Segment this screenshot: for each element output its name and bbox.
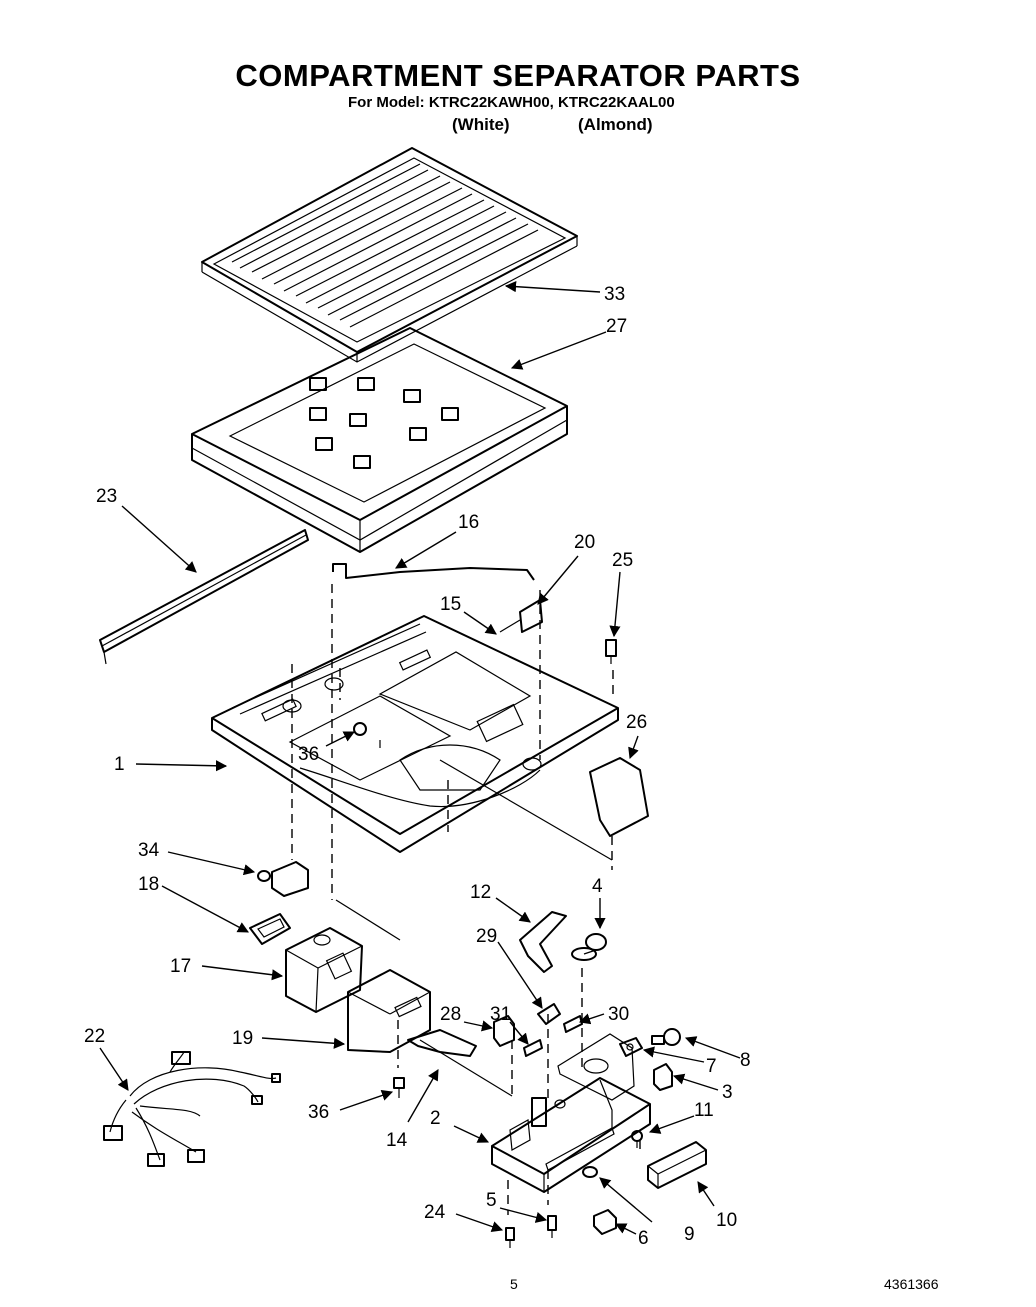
part-30-clip — [563, 1015, 583, 1033]
callout-15: 15 — [440, 594, 461, 615]
page-number: 5 — [510, 1276, 518, 1292]
callout-6: 6 — [638, 1228, 649, 1249]
callout-3: 3 — [722, 1082, 733, 1103]
callout-31: 31 — [490, 1004, 511, 1025]
callout-22: 22 — [84, 1026, 105, 1047]
callouts: 33 27 23 16 20 25 15 26 1 36 34 18 12 4 … — [84, 284, 751, 1249]
callout-29: 29 — [476, 926, 497, 947]
callout-26: 26 — [626, 712, 647, 733]
variant-almond: (Almond) — [578, 115, 653, 134]
callout-14: 14 — [386, 1130, 408, 1151]
callout-19: 19 — [232, 1028, 253, 1049]
part-1-base-plate — [211, 615, 619, 853]
part-5-screw — [547, 1215, 557, 1238]
part-20-bracket — [519, 599, 543, 633]
part-9-washer — [582, 1166, 598, 1178]
part-2-bracket-assembly — [491, 1033, 651, 1193]
callout-17: 17 — [170, 956, 191, 977]
part-7 — [619, 1037, 643, 1057]
part-19-cover — [347, 969, 431, 1053]
callout-10: 10 — [716, 1210, 737, 1231]
callout-28: 28 — [440, 1004, 461, 1025]
part-25-screw — [605, 639, 617, 664]
callout-20: 20 — [574, 532, 595, 553]
part-14-plate — [407, 1029, 477, 1057]
part-16-tube — [332, 563, 535, 581]
callout-36-upper: 36 — [298, 744, 319, 765]
part-27-frame — [191, 327, 568, 553]
callout-8: 8 — [740, 1050, 751, 1071]
part-6 — [593, 1209, 617, 1235]
part-3 — [653, 1063, 673, 1091]
callout-30: 30 — [608, 1004, 629, 1025]
part-12-bracket — [519, 911, 567, 973]
part-28-clip — [493, 1015, 515, 1047]
part-36-screw-upper — [353, 722, 381, 748]
part-23-strip — [99, 529, 309, 665]
callout-18: 18 — [138, 874, 159, 895]
part-33-grille — [201, 147, 578, 363]
part-29-clip — [537, 1003, 561, 1025]
model-line: For Model: KTRC22KAWH00, KTRC22KAAL00 — [348, 94, 675, 111]
callout-36-lower: 36 — [308, 1102, 329, 1123]
callout-12: 12 — [470, 882, 491, 903]
callout-4: 4 — [592, 876, 603, 897]
callout-16: 16 — [458, 512, 479, 533]
part-18-gasket — [249, 913, 291, 945]
callout-34: 34 — [138, 840, 160, 861]
callout-7: 7 — [706, 1056, 717, 1077]
callout-24: 24 — [424, 1202, 446, 1223]
part-34 — [257, 861, 309, 897]
callout-5: 5 — [486, 1190, 497, 1211]
document-number: 4361366 — [884, 1276, 939, 1292]
part-22-wire-harness — [103, 1051, 281, 1167]
callout-2: 2 — [430, 1108, 441, 1129]
callout-27: 27 — [606, 316, 627, 337]
callout-23: 23 — [96, 486, 117, 507]
callout-9: 9 — [684, 1224, 695, 1245]
part-8-bulb — [651, 1028, 681, 1046]
leader-lines — [99, 281, 741, 1235]
callout-33: 33 — [604, 284, 625, 305]
callout-25: 25 — [612, 550, 633, 571]
part-36-screw-lower — [393, 1077, 405, 1098]
part-26 — [589, 757, 649, 837]
part-17-housing — [285, 927, 363, 1013]
variant-white: (White) — [452, 115, 510, 134]
part-11-screw — [631, 1130, 643, 1148]
callout-1: 1 — [114, 754, 125, 775]
callout-11: 11 — [694, 1100, 714, 1121]
guide-lines — [291, 584, 641, 1215]
part-24-screw — [505, 1227, 515, 1248]
page-title: COMPARTMENT SEPARATOR PARTS — [235, 58, 801, 93]
part-4 — [571, 933, 607, 961]
part-31-clip — [523, 1039, 543, 1057]
part-10 — [647, 1141, 707, 1189]
